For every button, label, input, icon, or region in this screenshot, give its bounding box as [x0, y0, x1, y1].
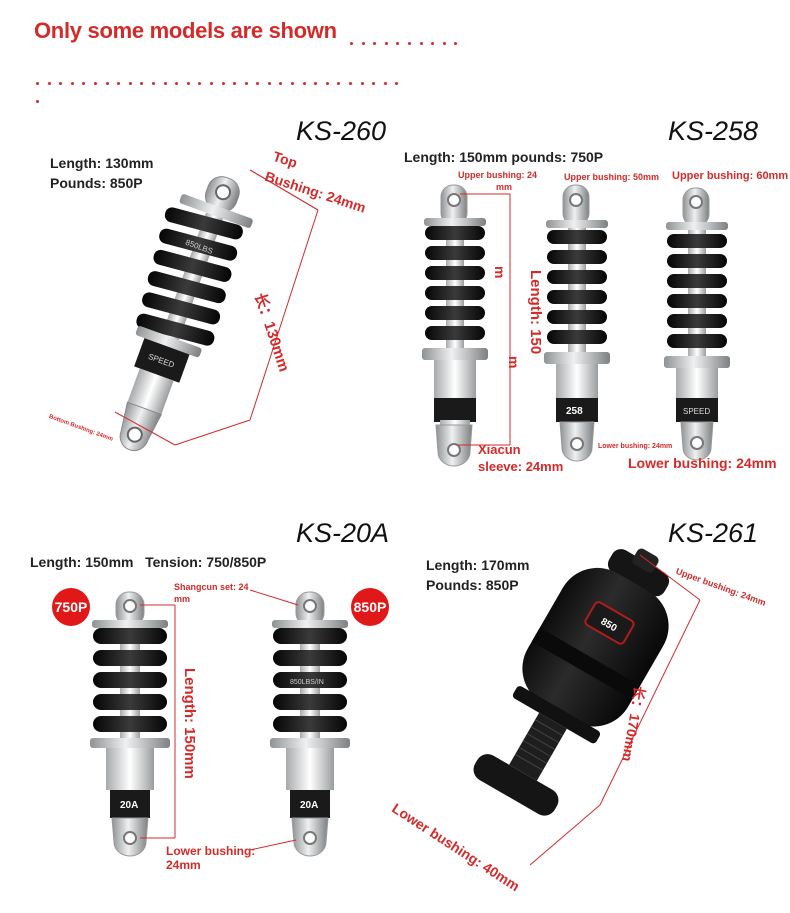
ks258-lower-bushing-small: Lower bushing: 24mm [598, 443, 673, 450]
ks20a-body-marking-left: 20A [120, 800, 138, 811]
ks261-title: KS-261 [668, 518, 759, 548]
ks20a-badge-750: 750P [52, 588, 90, 626]
ks20a-shock-left: 20A [90, 591, 170, 857]
page-title: Only some models are shown [34, 18, 337, 43]
ks258-xiacun-line1: Xiacun [478, 442, 521, 457]
ks20a-body-marking-right: 20A [300, 800, 318, 811]
ks20a-spec: Length: 150mm Tension: 750/850P [30, 554, 267, 570]
ks258-xiacun-line2: sleeve: 24mm [478, 459, 564, 474]
ks258-upper-bushing-b: Upper bushing: 50mm [564, 172, 660, 182]
ks258-title: KS-258 [668, 116, 759, 146]
ks258-shock-3: SPEED [664, 187, 730, 461]
ks258-brand-marking: SPEED [683, 407, 710, 416]
header-dots-top [350, 32, 470, 45]
ks260-shock: 850LBS SPEED [119, 176, 253, 452]
ks258-upper-bushing-a-line2: mm [496, 182, 513, 192]
header-dots-bottom [36, 72, 416, 103]
ks20a-lower-line1: Lower bushing: [166, 844, 256, 858]
ks20a-shangcun-line1: Shangcun set: 24 [174, 582, 249, 592]
ks258-body-marking: 258 [566, 406, 583, 417]
ks261-length: Length: 170mm [426, 557, 530, 573]
ks258-length-m-top: m [492, 266, 508, 279]
ks258-length-m-bottom: m [506, 356, 522, 369]
ks260-pounds: Pounds: 850P [50, 175, 143, 191]
ks20a-badge-850: 850P [351, 588, 389, 626]
ks20a-lower-line2: 24mm [166, 858, 201, 872]
ks260-length: Length: 130mm [50, 155, 154, 171]
ks20a-shangcun-line2: mm [174, 594, 191, 604]
ks261-shock: 850 [473, 548, 670, 816]
ks258-shock-2: 258 [544, 184, 610, 462]
ks20a-shock-right: 850LBS/IN 20A [270, 591, 350, 857]
ks20a-spring-marking: 850LBS/IN [290, 679, 324, 686]
ks261-pounds: Pounds: 850P [426, 577, 519, 593]
ks20a-length: Length: 150mm [181, 668, 198, 779]
ks258-lower-bushing: Lower bushing: 24mm [628, 455, 777, 471]
ks258-shock-1 [422, 184, 488, 467]
ks258-upper-bushing-c: Upper bushing: 60mm [672, 170, 789, 182]
ks258-upper-bushing-a-line1: Upper bushing: 24 [458, 170, 538, 180]
ks258-length: Length: 150 [527, 270, 544, 355]
ks258-spec: Length: 150mm pounds: 750P [404, 149, 604, 165]
ks260-title: KS-260 [296, 116, 387, 146]
ks20a-title: KS-20A [296, 518, 390, 548]
